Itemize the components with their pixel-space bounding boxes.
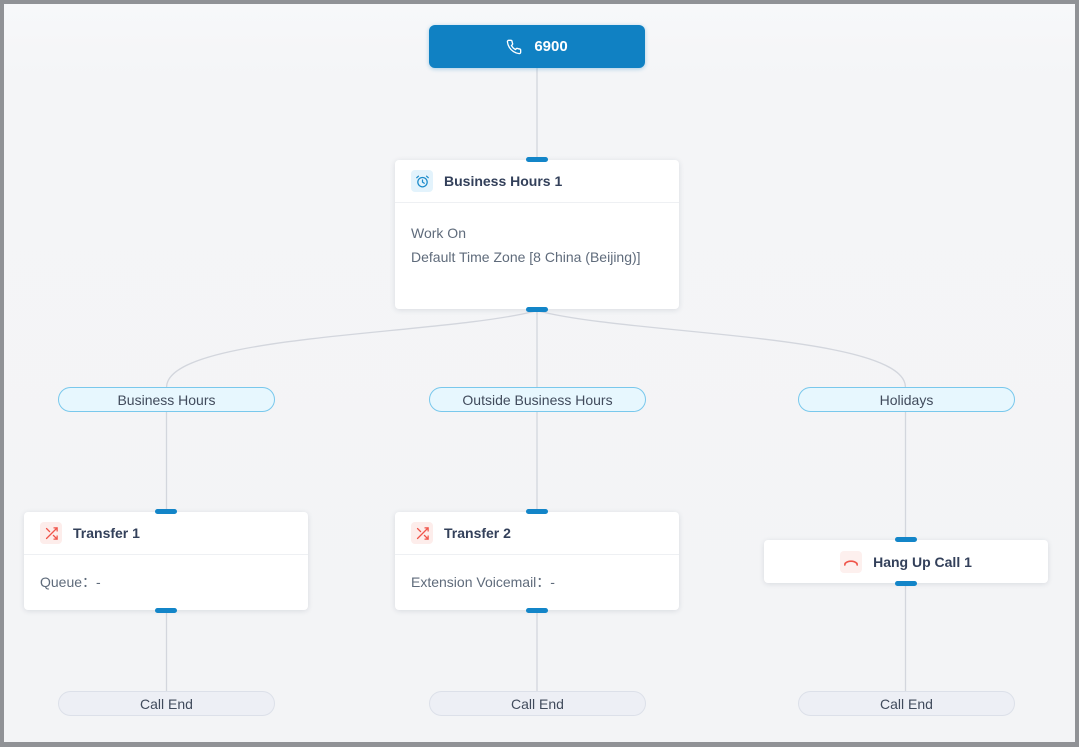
terminal-label: Call End [511, 695, 564, 712]
node-body: Extension Voicemail：- [395, 555, 679, 594]
input-handle[interactable] [526, 509, 548, 514]
terminal-label: Call End [880, 695, 933, 712]
connector-lines [165, 67, 907, 692]
branch-label: Holidays [879, 391, 934, 408]
output-handle[interactable] [526, 608, 548, 613]
call-end-pill[interactable]: Call End [429, 691, 646, 716]
call-end-pill[interactable]: Call End [58, 691, 275, 716]
node-header: Transfer 1 [24, 512, 308, 555]
entry-number-label: 6900 [534, 38, 568, 55]
shuffle-icon [40, 522, 62, 544]
branch-pill-outside-business-hours[interactable]: Outside Business Hours [429, 387, 646, 412]
output-handle[interactable] [526, 307, 548, 312]
shuffle-icon [411, 522, 433, 544]
node-body: Work On Default Time Zone [8 China (Beij… [395, 203, 679, 269]
transfer-2-node[interactable]: Transfer 2 Extension Voicemail：- [395, 509, 679, 613]
transfer-destination-text: Queue：- [40, 574, 101, 590]
node-header: Hang Up Call 1 [764, 540, 1048, 583]
branch-label: Outside Business Hours [462, 391, 613, 408]
phone-icon [506, 39, 522, 55]
node-header: Business Hours 1 [395, 160, 679, 203]
branch-pill-business-hours[interactable]: Business Hours [58, 387, 275, 412]
node-title: Hang Up Call 1 [873, 553, 972, 570]
hang-up-call-node[interactable]: Hang Up Call 1 [764, 537, 1048, 586]
node-header: Transfer 2 [395, 512, 679, 555]
output-handle[interactable] [155, 608, 177, 613]
flow-canvas[interactable]: 6900 Business Hours 1 Work On Default Ti [4, 4, 1075, 742]
node-title: Transfer 1 [73, 525, 140, 541]
node-body: Queue：- [24, 555, 308, 594]
branch-pill-holidays[interactable]: Holidays [798, 387, 1015, 412]
alarm-clock-icon [411, 170, 433, 192]
input-handle[interactable] [526, 157, 548, 162]
input-handle[interactable] [895, 537, 917, 542]
entry-number-node[interactable]: 6900 [429, 25, 645, 68]
call-end-pill[interactable]: Call End [798, 691, 1015, 716]
input-handle[interactable] [155, 509, 177, 514]
transfer-1-node[interactable]: Transfer 1 Queue：- [24, 509, 308, 613]
transfer-destination-text: Extension Voicemail：- [411, 574, 555, 590]
work-mode-text: Work On [411, 225, 466, 241]
branch-label: Business Hours [117, 391, 216, 408]
terminal-label: Call End [140, 695, 193, 712]
time-zone-text: Default Time Zone [8 China (Beijing)] [411, 249, 641, 265]
node-title: Transfer 2 [444, 525, 511, 541]
business-hours-node[interactable]: Business Hours 1 Work On Default Time Zo… [395, 157, 679, 312]
node-title: Business Hours 1 [444, 173, 563, 189]
output-handle[interactable] [895, 581, 917, 586]
hangup-phone-icon [840, 550, 863, 573]
